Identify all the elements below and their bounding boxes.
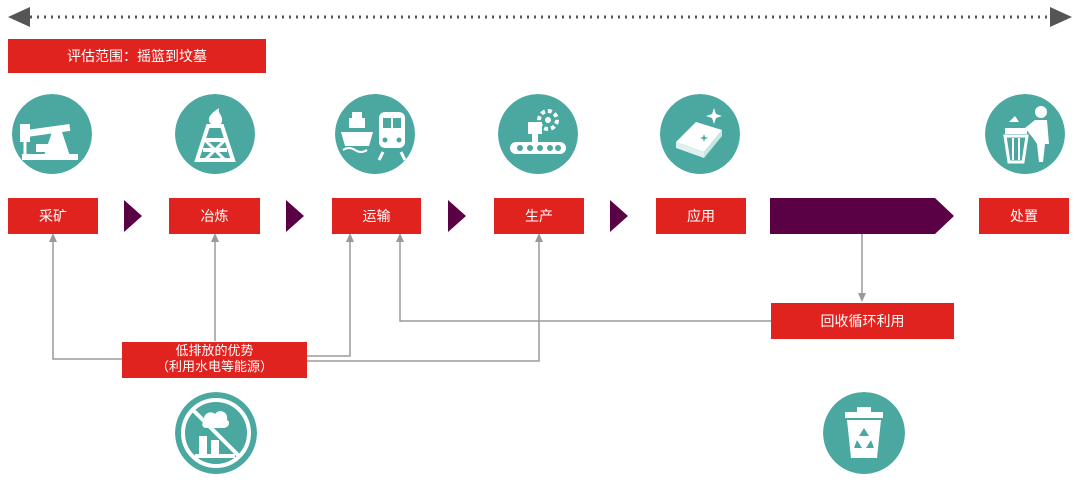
chevron-right-icon	[124, 200, 142, 232]
recycle-box: 回收循环利用	[771, 303, 954, 339]
stage-box-smelting: 冶炼	[169, 198, 260, 234]
advantage-line2: （利用水电等能源）	[155, 360, 273, 375]
trash-disposal-icon	[985, 94, 1065, 174]
smelting-tower-icon	[175, 94, 255, 174]
scope-banner: 评估范围：摇篮到坟墓	[8, 39, 266, 73]
chevron-right-icon	[286, 200, 304, 232]
stage-label-disposal: 处置	[1010, 209, 1038, 225]
stage-box-mining: 采矿	[8, 198, 98, 234]
mining-pump-icon	[12, 94, 92, 174]
stage-label-transport: 运输	[362, 209, 391, 225]
long-arrow-icon	[770, 198, 954, 234]
stage-box-production: 生产	[494, 198, 584, 234]
recycle-bin-icon	[823, 392, 905, 474]
stage-label-mining: 采矿	[39, 209, 67, 225]
no-emission-factory-icon	[175, 392, 257, 474]
chevron-right-icon	[610, 200, 628, 232]
connector-recycle-to-transport	[399, 236, 771, 322]
connector-transport	[307, 236, 351, 357]
arrowhead-right-icon	[1050, 7, 1072, 27]
stage-label-smelting: 冶炼	[200, 209, 229, 225]
advantage-line1: 低排放的优势	[175, 344, 254, 359]
recycle-label: 回收循环利用	[820, 314, 905, 330]
stage-box-transport: 运输	[332, 198, 421, 234]
stage-box-disposal: 处置	[979, 198, 1069, 234]
chevron-right-icon	[448, 200, 466, 232]
ingot-sparkle-icon	[660, 94, 740, 174]
arrowhead-left-icon	[8, 7, 30, 27]
connector-mining	[52, 236, 122, 360]
factory-robot-icon	[498, 94, 578, 174]
scope-label: 评估范围：摇篮到坟墓	[67, 49, 207, 65]
connector-production	[307, 236, 540, 362]
stage-label-application: 应用	[687, 209, 715, 225]
stage-label-production: 生产	[525, 209, 553, 225]
ship-train-icon	[335, 94, 415, 174]
stage-box-application: 应用	[656, 198, 746, 234]
advantage-box: 低排放的优势 （利用水电等能源）	[122, 342, 307, 378]
